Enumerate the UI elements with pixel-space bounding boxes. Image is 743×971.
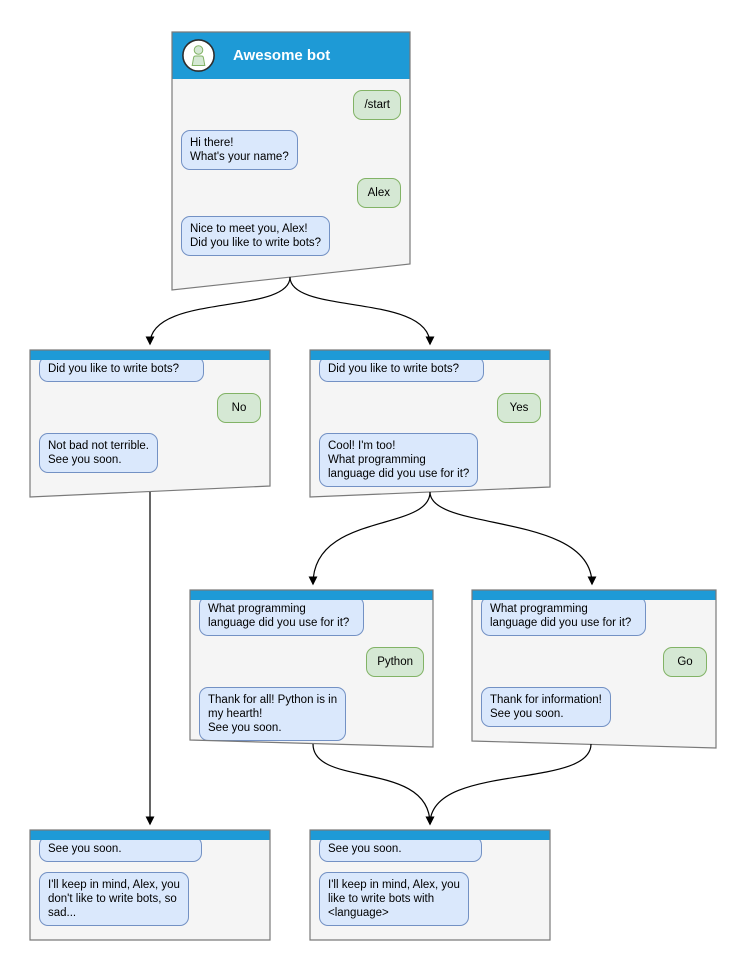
window-title-bar — [310, 350, 550, 360]
chat-window-branch-python: What programming language did you use fo… — [190, 590, 433, 747]
window-title: Awesome bot — [233, 47, 331, 64]
message-bubble-bot: What programming language did you use fo… — [199, 596, 364, 636]
message-bubble-user: Alex — [356, 178, 401, 208]
chat-body: What programming language did you use fo… — [190, 596, 433, 741]
message-bubble-bot: Thank for information! See you soon. — [481, 687, 611, 727]
edge-branch-yes-to-go — [429, 491, 597, 586]
chat-window-main: Awesome bot /start Hi there! What's your… — [172, 32, 410, 290]
message-bubble-user: No — [217, 393, 261, 423]
chat-body: /start Hi there! What's your name? Alex … — [172, 79, 410, 256]
bot-avatar-icon — [182, 39, 215, 72]
window-title-bar — [30, 350, 270, 360]
message-bubble-bot: I'll keep in mind, Alex, you don't like … — [39, 872, 189, 926]
edge-main-to-branch-no — [145, 276, 291, 346]
message-bubble-bot: What programming language did you use fo… — [481, 596, 646, 636]
message-bubble-bot: I'll keep in mind, Alex, you like to wri… — [319, 872, 469, 926]
message-bubble-user: Python — [366, 647, 424, 677]
message-bubble-bot: Nice to meet you, Alex! Did you like to … — [181, 216, 331, 256]
message-bubble-bot: Not bad not terrible. See you soon. — [39, 433, 159, 473]
message-bubble-user: Go — [663, 647, 707, 677]
chat-window-header: Awesome bot — [172, 32, 410, 79]
chat-window-branch-yes: Did you like to write bots? Yes Cool! I'… — [310, 350, 550, 497]
chat-window-branch-no: Did you like to write bots? No Not bad n… — [30, 350, 270, 497]
message-bubble-bot: Thank for all! Python is in my hearth! S… — [199, 687, 347, 741]
chat-body: Did you like to write bots? Yes Cool! I'… — [310, 356, 550, 487]
chat-body: See you soon. I'll keep in mind, Alex, y… — [30, 836, 270, 926]
chat-body: Did you like to write bots? No Not bad n… — [30, 356, 270, 473]
chat-window-branch-go: What programming language did you use fo… — [472, 590, 716, 748]
window-title-bar — [310, 830, 550, 840]
chat-body: What programming language did you use fo… — [472, 596, 716, 727]
edge-python-to-end-yes — [312, 743, 435, 826]
chat-body: See you soon. I'll keep in mind, Alex, y… — [310, 836, 550, 926]
window-title-bar — [190, 590, 433, 600]
chat-window-end-yes: See you soon. I'll keep in mind, Alex, y… — [310, 830, 550, 940]
window-title-bar — [472, 590, 716, 600]
edge-go-to-end-yes — [425, 743, 592, 826]
message-bubble-bot: Cool! I'm too! What programming language… — [319, 433, 479, 487]
message-bubble-user: /start — [353, 90, 401, 120]
window-title-bar — [30, 830, 270, 840]
message-bubble-user: Yes — [497, 393, 541, 423]
message-bubble-bot: Hi there! What's your name? — [181, 130, 298, 170]
edge-main-to-branch-yes — [289, 276, 435, 346]
edge-branch-yes-to-python — [308, 491, 431, 586]
chat-window-end-no: See you soon. I'll keep in mind, Alex, y… — [30, 830, 270, 940]
